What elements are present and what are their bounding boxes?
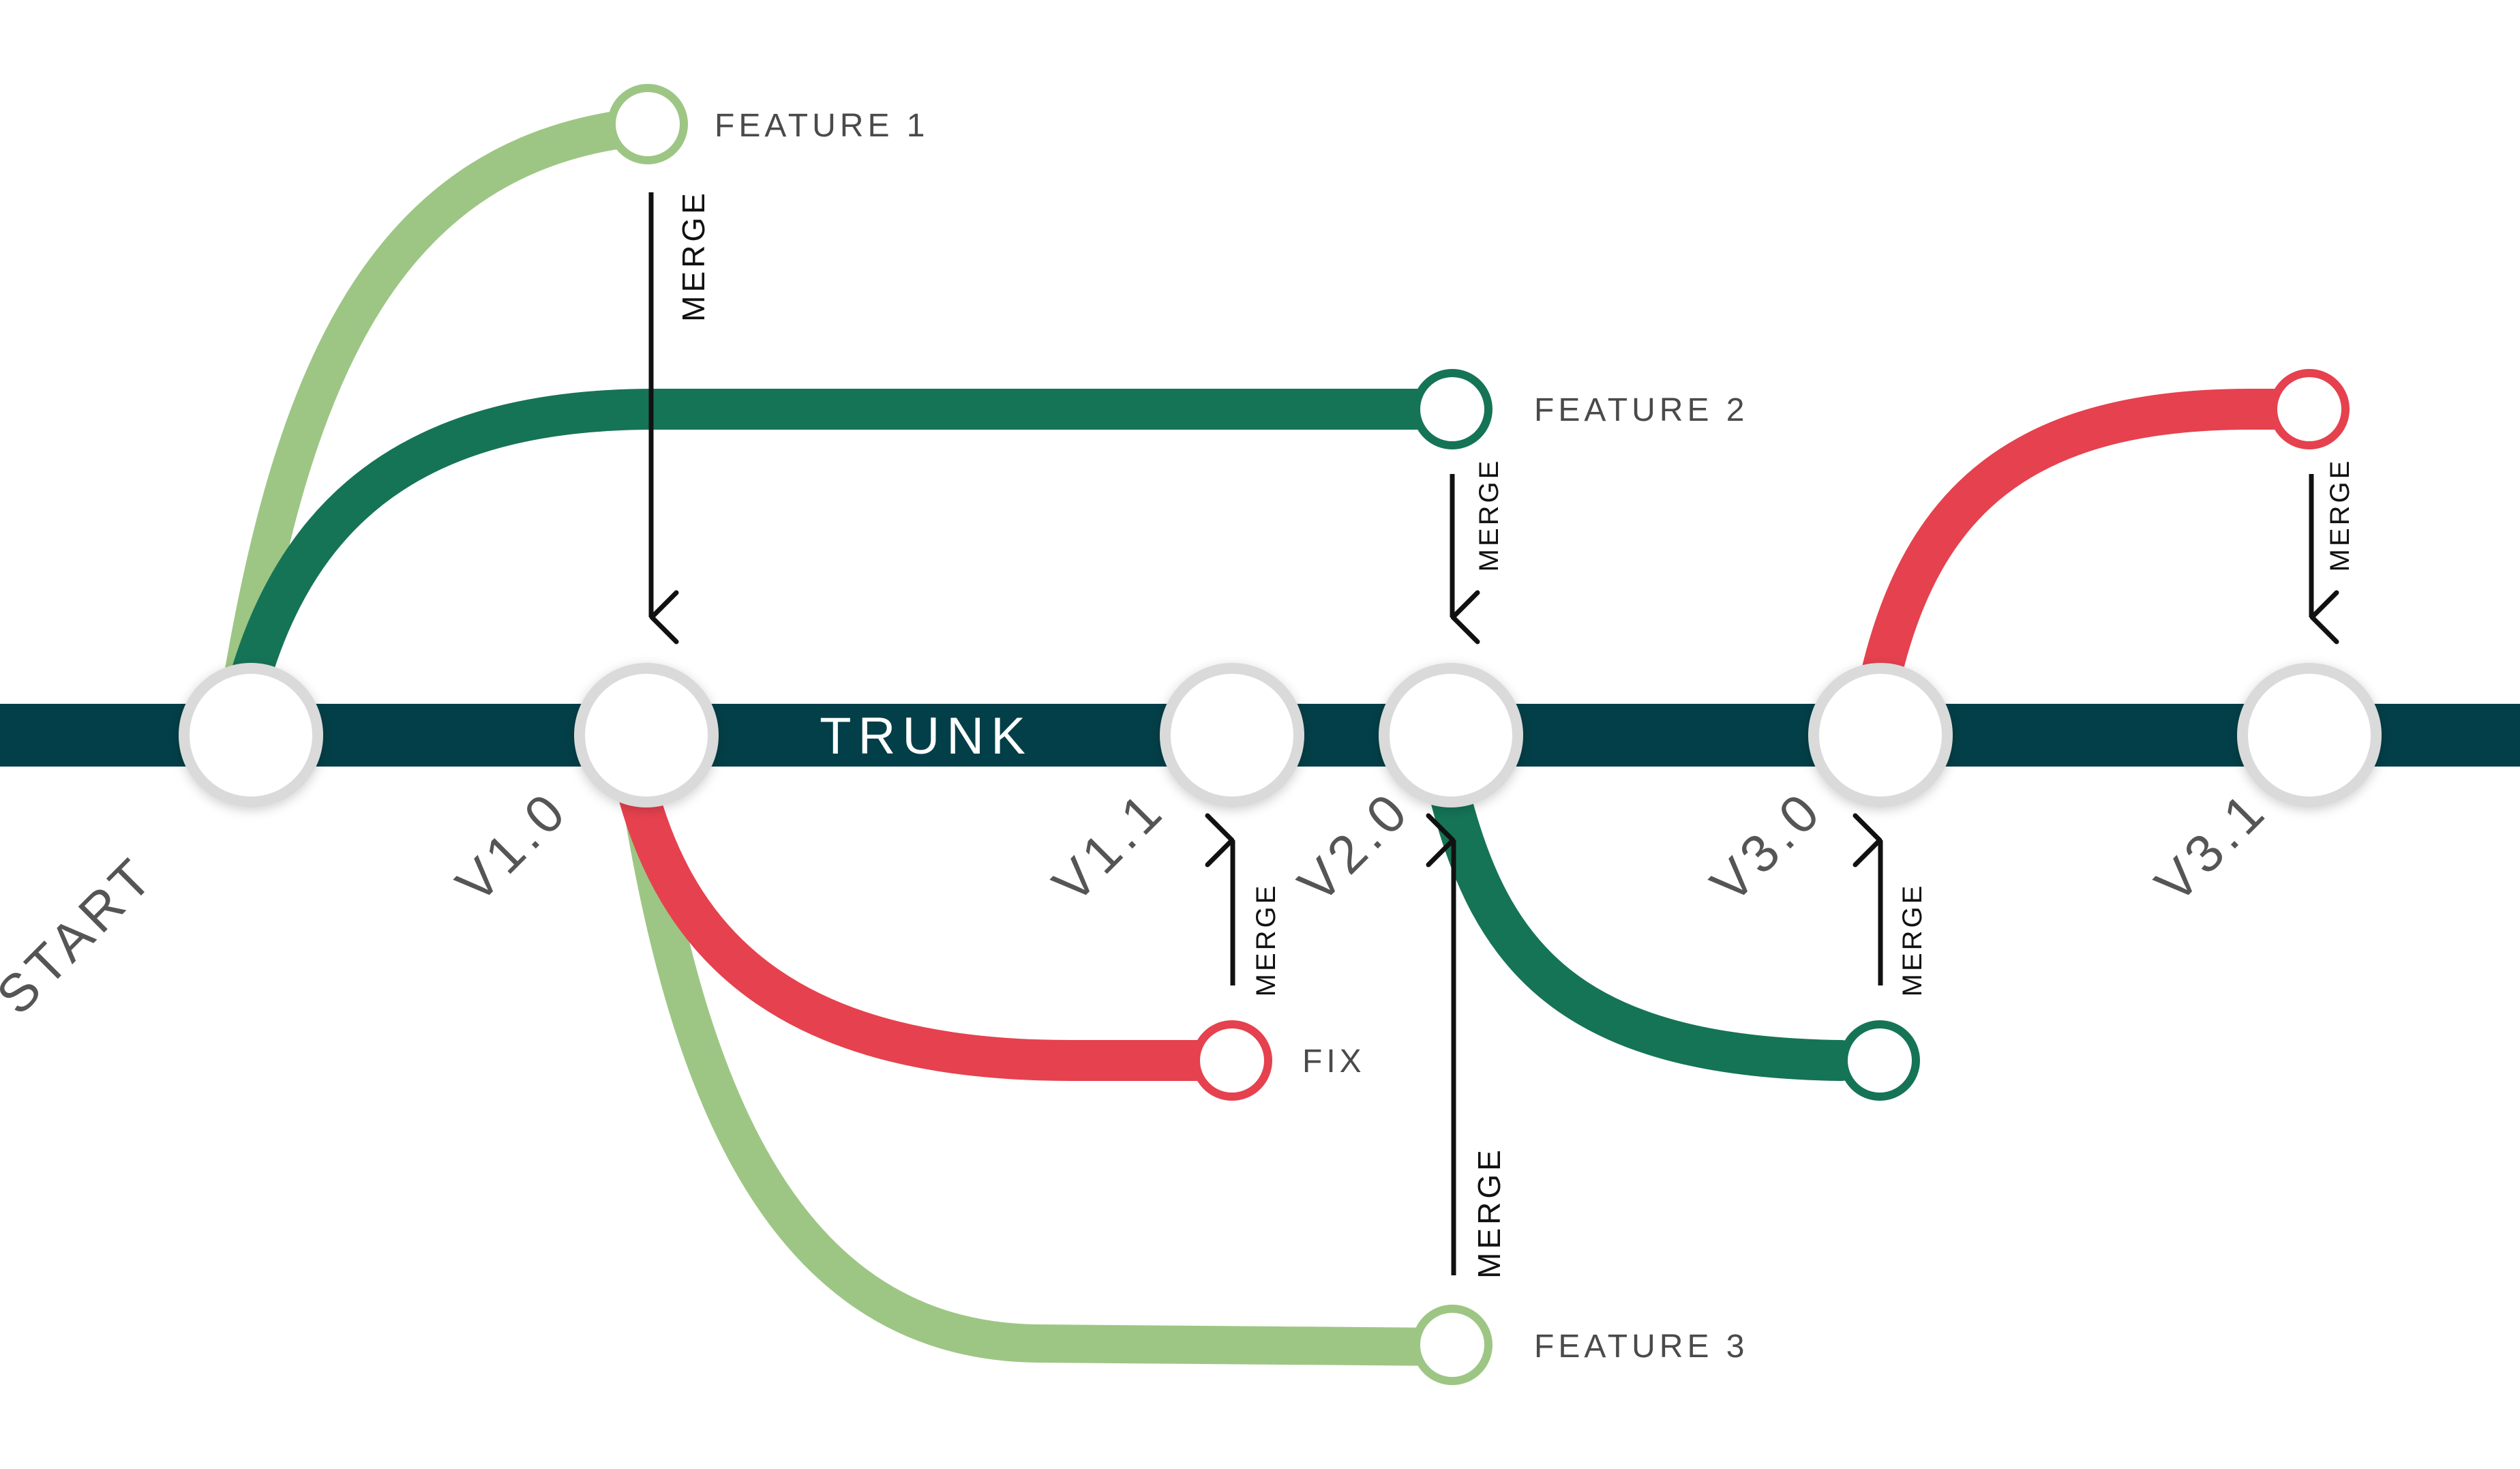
- version-label-v3-0: V3.0: [1699, 779, 1834, 914]
- branch-fix: [617, 771, 1251, 1081]
- node-v3-upper-end: [2269, 369, 2350, 449]
- branch-v3-upper: [1861, 389, 2328, 692]
- node-v2-0: [1379, 663, 1523, 807]
- branch-feature-3: [622, 779, 1468, 1366]
- merge-label-feature-3: MERGE: [1471, 1146, 1507, 1279]
- branch-v2-lower: [1428, 771, 1861, 1081]
- node-feature-1: [608, 84, 688, 164]
- label-feature-2: FEATURE 2: [1534, 392, 1748, 428]
- label-feature-1: FEATURE 1: [715, 108, 929, 144]
- node-feature-3: [1412, 1305, 1492, 1385]
- merge-label-feature-1: MERGE: [676, 190, 711, 322]
- node-feature-2: [1412, 369, 1492, 449]
- label-fix: FIX: [1302, 1043, 1366, 1080]
- node-v2-lower-end: [1840, 1020, 1920, 1101]
- trunk-nodes: [179, 663, 2382, 807]
- merge-label-v3-upper: MERGE: [2325, 458, 2355, 572]
- node-v3-1: [2237, 663, 2382, 807]
- version-label-v1-1: V1.1: [1041, 779, 1176, 914]
- version-label-v1-0: V1.0: [445, 779, 580, 914]
- node-v3-0: [1808, 663, 1953, 807]
- branch-feature-1: [223, 107, 667, 701]
- version-label-v2-0: V2.0: [1287, 779, 1422, 914]
- trunk-label: TRUNK: [820, 707, 1032, 765]
- node-v1-1: [1160, 663, 1304, 807]
- branch-feature-2: [230, 389, 1469, 696]
- node-fix: [1192, 1020, 1272, 1101]
- version-label-start: START: [0, 844, 166, 1026]
- node-v1-0: [574, 663, 719, 807]
- merge-label-fix: MERGE: [1251, 883, 1281, 997]
- merge-label-feature-2: MERGE: [1474, 458, 1504, 572]
- label-feature-3: FEATURE 3: [1534, 1329, 1748, 1365]
- version-label-v3-1: V3.1: [2144, 779, 2279, 914]
- node-start: [179, 663, 323, 807]
- merge-label-v2-lower: MERGE: [1897, 883, 1927, 997]
